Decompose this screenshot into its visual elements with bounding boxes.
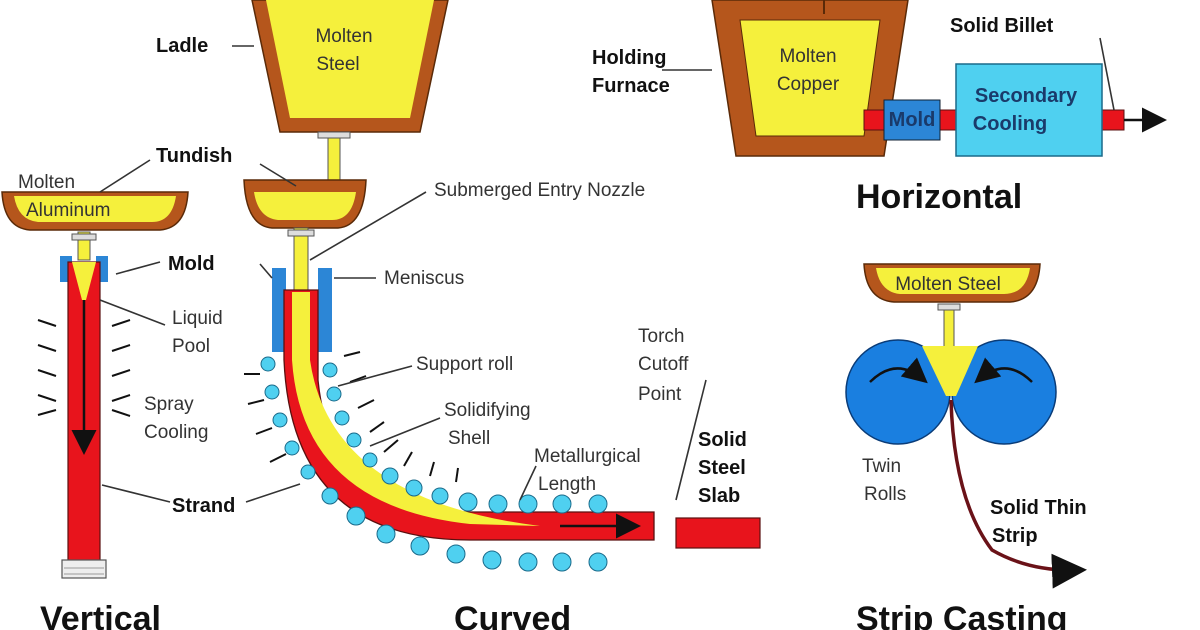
label-furnace: Furnace (592, 75, 670, 97)
label-cutoff: Cutoff (638, 354, 689, 375)
furnace-contents-copper: Copper (777, 74, 840, 95)
label-aluminum: Aluminum (26, 200, 110, 221)
label-slab: Slab (698, 485, 740, 507)
horizontal-mold (883, 99, 941, 141)
solid-thin-strip (949, 399, 1087, 589)
tundish-molten-steel (254, 192, 356, 220)
vertical-caster: Molten Aluminum Mold Liquid Pool Spray C… (1, 159, 235, 630)
label-point: Point (638, 384, 682, 405)
ladle-molten-steel (266, 0, 434, 118)
label-pool: Pool (172, 336, 210, 357)
label-strip: Strip (992, 525, 1038, 547)
roll-rotation-left (869, 357, 928, 384)
label-solid-billet: Solid Billet (950, 15, 1054, 37)
label-tundish: Tundish (156, 145, 232, 167)
curved-liquid-core (292, 292, 540, 526)
ladle-shroud (327, 137, 341, 185)
horizontal-mold-label: Mold (889, 109, 936, 131)
strip-melt-pool (922, 346, 978, 396)
curved-spray-cooling (244, 351, 459, 483)
vertical-spray-cooling (37, 319, 131, 417)
strip-molten-label: Molten Steel (895, 274, 1001, 295)
ladle-contents-steel: Steel (316, 54, 359, 75)
label-holding: Holding (592, 47, 666, 69)
label-molten: Molten (18, 172, 75, 193)
secondary-cooling-box (955, 63, 1103, 157)
label-solid-thin: Solid Thin (990, 497, 1087, 519)
curved-mold-left (272, 268, 286, 352)
molten-copper (739, 19, 881, 137)
label-secondary-cooling: Cooling (973, 113, 1047, 135)
label-shell: Shell (448, 428, 490, 449)
label-solid: Solid (698, 429, 747, 451)
label-torch: Torch (638, 326, 684, 347)
label-metallurgical: Metallurgical (534, 446, 641, 467)
label-spray-cooling: Cooling (144, 422, 208, 443)
strip-molten-steel (876, 268, 1030, 294)
label-spray: Spray (144, 394, 194, 415)
label-submerged-entry-nozzle: Submerged Entry Nozzle (434, 180, 645, 201)
vertical-molten-aluminum (14, 196, 176, 222)
strip-nozzle (943, 303, 955, 349)
curved-mold-right (318, 268, 332, 352)
label-meniscus: Meniscus (384, 268, 464, 289)
label-liquid: Liquid (172, 308, 223, 329)
title-curved: Curved (454, 600, 571, 630)
label-ladle: Ladle (156, 35, 208, 57)
label-support-roll: Support roll (416, 354, 513, 375)
vertical-starter-base (61, 559, 107, 579)
label-rolls: Rolls (864, 484, 906, 505)
label-steel: Steel (698, 457, 746, 479)
title-vertical: Vertical (40, 600, 161, 630)
label-strand: Strand (172, 495, 235, 517)
ladle-contents-molten: Molten (315, 26, 372, 47)
label-vertical-mold: Mold (168, 253, 215, 275)
furnace-contents-molten: Molten (779, 46, 836, 67)
strip-caster: Molten Steel Twin Rolls Solid Thin Strip… (845, 263, 1087, 630)
title-horizontal: Horizontal (856, 178, 1022, 216)
solid-steel-slab (675, 517, 761, 549)
vertical-liquid-pool (72, 262, 96, 300)
label-twin: Twin (862, 456, 901, 477)
support-rolls (260, 356, 608, 572)
curved-caster: Molten Steel (156, 0, 761, 630)
label-length: Length (538, 474, 596, 495)
label-secondary: Secondary (975, 85, 1078, 107)
roll-rotation-right (974, 357, 1033, 384)
horizontal-caster: Molten Copper Mold Secondary Cooling Hol… (592, 0, 1167, 216)
title-strip-casting: Strip Casting (856, 600, 1068, 630)
label-solidifying: Solidifying (444, 400, 531, 421)
